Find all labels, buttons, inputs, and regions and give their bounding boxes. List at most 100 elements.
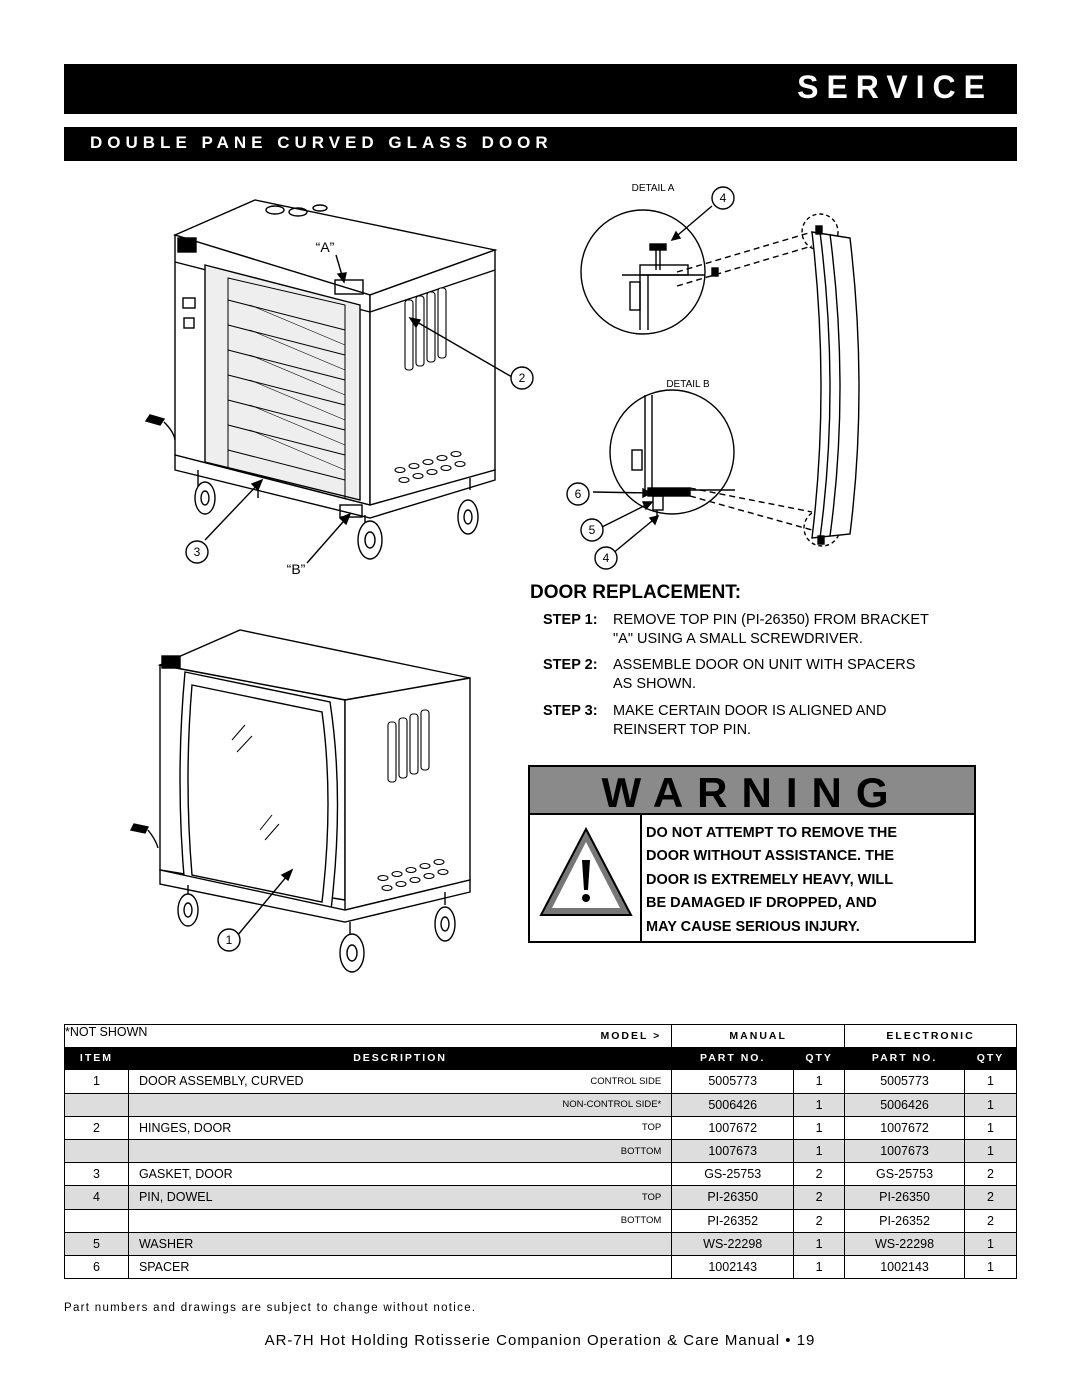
item-cell: 2: [64, 1116, 129, 1140]
manual-label: MANUAL: [671, 1024, 846, 1048]
electronic-part-cell: 5006426: [844, 1093, 965, 1117]
step-line: AS SHOWN.: [613, 676, 696, 692]
subsection-header-bar: DOUBLE PANE CURVED GLASS DOOR: [64, 127, 1017, 161]
electronic-qty-cell: 2: [963, 1209, 1018, 1233]
note-cell: TOP: [328, 1116, 673, 1140]
description-cell: SPACER: [127, 1255, 329, 1279]
subsection-title: DOUBLE PANE CURVED GLASS DOOR: [90, 133, 553, 152]
callout-number: 1: [226, 933, 233, 947]
manual-part-cell: WS-22298: [671, 1232, 795, 1256]
description-cell: PIN, DOWEL: [127, 1185, 329, 1209]
manual-part-cell: 1002143: [671, 1255, 795, 1279]
note-cell: NON-CONTROL SIDE*: [328, 1093, 673, 1117]
header-qty: QTY: [963, 1047, 1018, 1070]
note-cell: [328, 1255, 673, 1279]
parts-table: *NOT SHOWN MODEL > MANUAL ELECTRONIC ITE…: [64, 1024, 1018, 1279]
electronic-qty-cell: 2: [963, 1185, 1018, 1209]
electronic-part-cell: PI-26352: [844, 1209, 965, 1233]
item-cell: [64, 1209, 129, 1233]
electronic-qty-cell: 1: [963, 1116, 1018, 1140]
electronic-part-cell: WS-22298: [844, 1232, 965, 1256]
item-cell: [64, 1093, 129, 1117]
manual-part-cell: 5006426: [671, 1093, 795, 1117]
step-label: STEP 2:: [543, 657, 598, 673]
electronic-part-cell: GS-25753: [844, 1162, 965, 1186]
note-cell: TOP: [328, 1185, 673, 1209]
item-cell: 6: [64, 1255, 129, 1279]
electronic-part-cell: 1007672: [844, 1116, 965, 1140]
note-cell: [328, 1232, 673, 1256]
description-cell: HINGES, DOOR: [127, 1116, 329, 1140]
warning-triangle-icon: [539, 826, 633, 916]
manual-qty-cell: 1: [793, 1139, 846, 1163]
note-cell: BOTTOM: [328, 1209, 673, 1233]
warning-line: DOOR WITHOUT ASSISTANCE. THE: [646, 848, 895, 865]
header-part-no: PART NO.: [671, 1047, 795, 1070]
vent-slots-side-lower: [377, 709, 449, 892]
callout-a-label: “A”: [316, 239, 335, 255]
manual-part-cell: 1007672: [671, 1116, 795, 1140]
electronic-part-cell: 1007673: [844, 1139, 965, 1163]
detail-a-drawing: [580, 205, 813, 335]
manual-part-cell: PI-26350: [671, 1185, 795, 1209]
description-cell: DOOR ASSEMBLY, CURVED: [127, 1069, 329, 1094]
step-line: REINSERT TOP PIN.: [613, 722, 752, 738]
warning-heading: WARNING: [601, 769, 903, 816]
electronic-part-cell: 1002143: [844, 1255, 965, 1279]
step-1: STEP 1: REMOVE TOP PIN (PI-26350) FROM B…: [543, 611, 929, 647]
manual-qty-cell: 1: [793, 1116, 846, 1140]
electronic-label: ELECTRONIC: [844, 1024, 1017, 1048]
section-header-bar: SERVICE: [64, 64, 1017, 114]
callout-number: 4: [720, 191, 727, 205]
electronic-qty-cell: 1: [963, 1232, 1018, 1256]
electronic-qty-cell: 1: [963, 1069, 1018, 1094]
vent-slots-side: [394, 287, 466, 484]
step-line: MAKE CERTAIN DOOR IS ALIGNED AND: [613, 703, 887, 719]
item-cell: [64, 1139, 129, 1163]
description-cell: GASKET, DOOR: [127, 1162, 329, 1186]
note-cell: CONTROL SIDE: [328, 1069, 673, 1094]
manual-qty-cell: 2: [793, 1209, 846, 1233]
step-3: STEP 3: MAKE CERTAIN DOOR IS ALIGNED AND…: [543, 702, 886, 738]
electronic-qty-cell: 1: [963, 1255, 1018, 1279]
cabinet-closed-drawing: [129, 629, 471, 973]
step-label: STEP 1:: [543, 612, 598, 628]
electronic-qty-cell: 2: [963, 1162, 1018, 1186]
header-item: ITEM: [64, 1047, 129, 1070]
item-cell: 3: [64, 1162, 129, 1186]
item-cell: 1: [64, 1069, 129, 1094]
table-header-row: ITEM DESCRIPTION PART NO. QTY PART NO. Q…: [64, 1047, 1018, 1070]
manual-qty-cell: 1: [793, 1069, 846, 1094]
manual-qty-cell: 1: [793, 1232, 846, 1256]
section-title: SERVICE: [797, 69, 993, 105]
item-cell: 5: [64, 1232, 129, 1256]
warning-line: DO NOT ATTEMPT TO REMOVE THE: [646, 825, 898, 841]
header-part-no: PART NO.: [844, 1047, 965, 1070]
manual-qty-cell: 2: [793, 1162, 846, 1186]
step-line: "A" USING A SMALL SCREWDRIVER.: [613, 631, 863, 647]
note-cell: [328, 1162, 673, 1186]
step-label: STEP 3:: [543, 703, 598, 719]
note-cell: BOTTOM: [328, 1139, 673, 1163]
electronic-qty-cell: 1: [963, 1093, 1018, 1117]
warning-line: DOOR IS EXTREMELY HEAVY, WILL: [646, 871, 894, 888]
description-cell: [127, 1093, 329, 1117]
cabinet-open-drawing: [144, 199, 498, 560]
detail-a-label: DETAIL A: [632, 183, 675, 194]
step-line: ASSEMBLE DOOR ON UNIT WITH SPACERS: [613, 657, 916, 673]
electronic-qty-cell: 1: [963, 1139, 1018, 1163]
caster-wheels: [194, 470, 479, 560]
manual-footer: AR-7H Hot Holding Rotisserie Companion O…: [264, 1332, 816, 1349]
disclaimer: Part numbers and drawings are subject to…: [64, 1302, 477, 1314]
detail-b-drawing: [592, 389, 813, 555]
step-2: STEP 2: ASSEMBLE DOOR ON UNIT WITH SPACE…: [543, 656, 915, 692]
callout-number: 6: [575, 487, 582, 501]
description-cell: [127, 1209, 329, 1233]
header-description: DESCRIPTION: [127, 1047, 673, 1070]
callout-number: 2: [519, 371, 526, 385]
electronic-part-cell: 5005773: [844, 1069, 965, 1094]
description-cell: WASHER: [127, 1232, 329, 1256]
